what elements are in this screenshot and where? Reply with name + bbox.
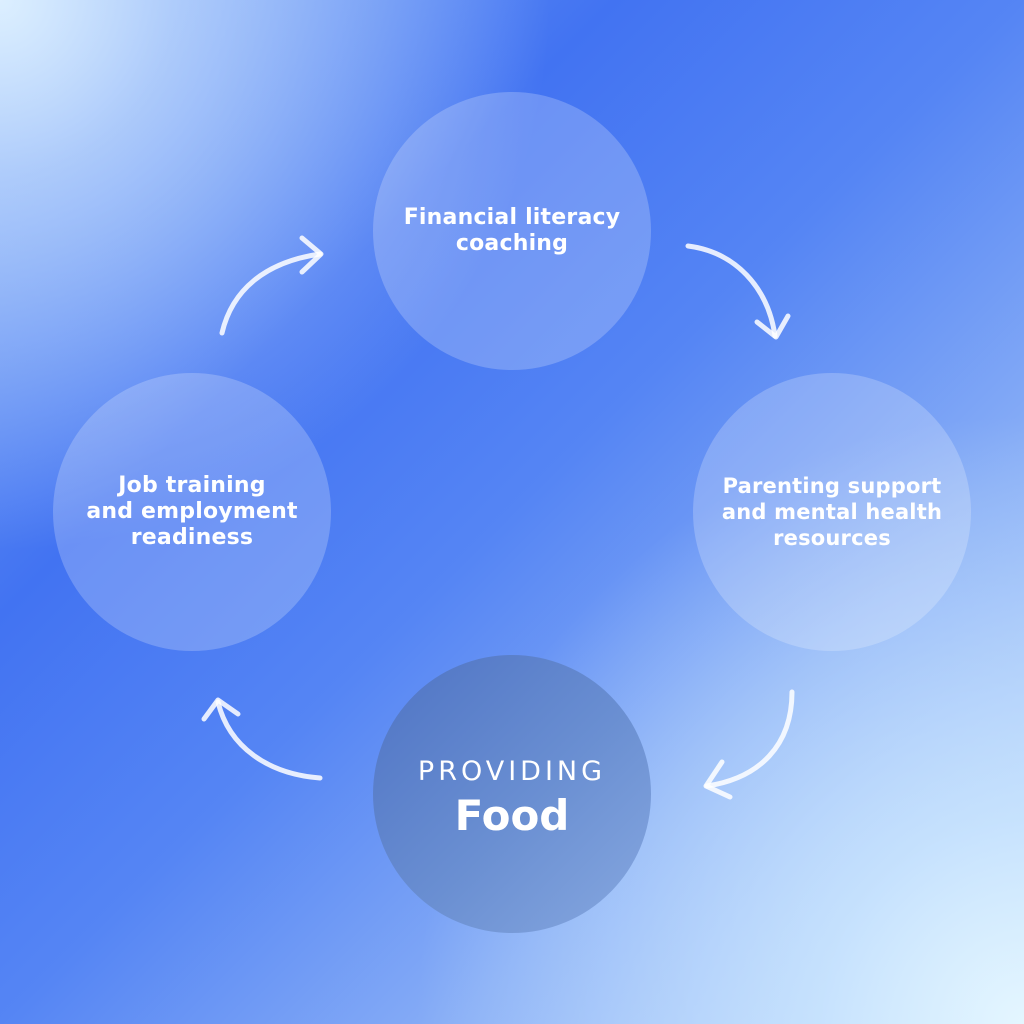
node-job-training-label: Job training and employment readiness xyxy=(86,473,298,550)
node-food-title: Food xyxy=(454,790,570,840)
arrow-left-to-top xyxy=(219,235,324,336)
node-job-training: Job training and employment readiness xyxy=(53,373,331,651)
arrow-top-to-right xyxy=(685,243,791,340)
arrow-right-to-bottom xyxy=(703,689,795,800)
node-providing-food: PROVIDING Food xyxy=(373,655,651,933)
node-financial-literacy: Financial literacy coaching xyxy=(373,92,651,370)
node-parenting-support: Parenting support and mental health reso… xyxy=(693,373,971,651)
node-parenting-support-label: Parenting support and mental health reso… xyxy=(721,474,943,550)
arrow-bottom-to-left xyxy=(201,697,323,781)
node-financial-literacy-label: Financial literacy coaching xyxy=(403,205,621,256)
node-providing-kicker: PROVIDING xyxy=(417,755,607,787)
